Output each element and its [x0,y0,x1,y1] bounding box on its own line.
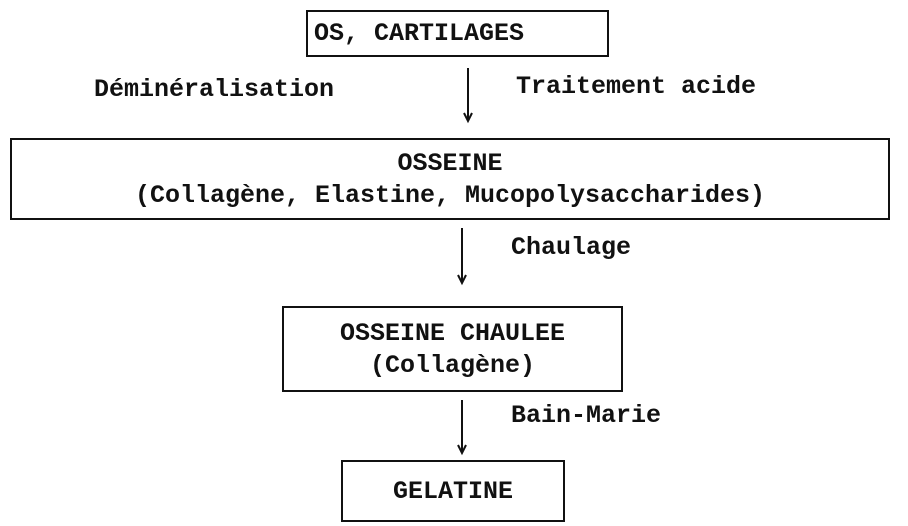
arrow-down-icon [457,400,467,456]
node-osseine-chaulee: OSSEINE CHAULEE (Collagène) [282,306,623,392]
arrow-down-icon [463,68,473,124]
node-osseine-title: OSSEINE [397,149,503,178]
node-osseine: OSSEINE (Collagène, Elastine, Mucopolysa… [10,138,890,220]
arrow-down-icon [457,228,467,286]
edge-step3-label: Bain-Marie [511,401,662,430]
node-osseine-chaulee-title: OSSEINE CHAULEE [339,319,566,348]
node-gelatine: GELATINE [341,460,565,522]
edge-step2-label: Chaulage [511,233,632,262]
edge-step1-left-label: Déminéralisation [94,75,335,104]
node-os-cartilages-text: OS, CARTILAGES [314,19,525,48]
node-osseine-chaulee-subtitle: (Collagène) [369,351,536,380]
node-osseine-subtitle: (Collagène, Elastine, Mucopolysaccharide… [134,181,766,210]
edge-step1-right-label: Traitement acide [516,72,757,101]
node-gelatine-text: GELATINE [392,477,514,506]
node-os-cartilages: OS, CARTILAGES [306,10,609,57]
